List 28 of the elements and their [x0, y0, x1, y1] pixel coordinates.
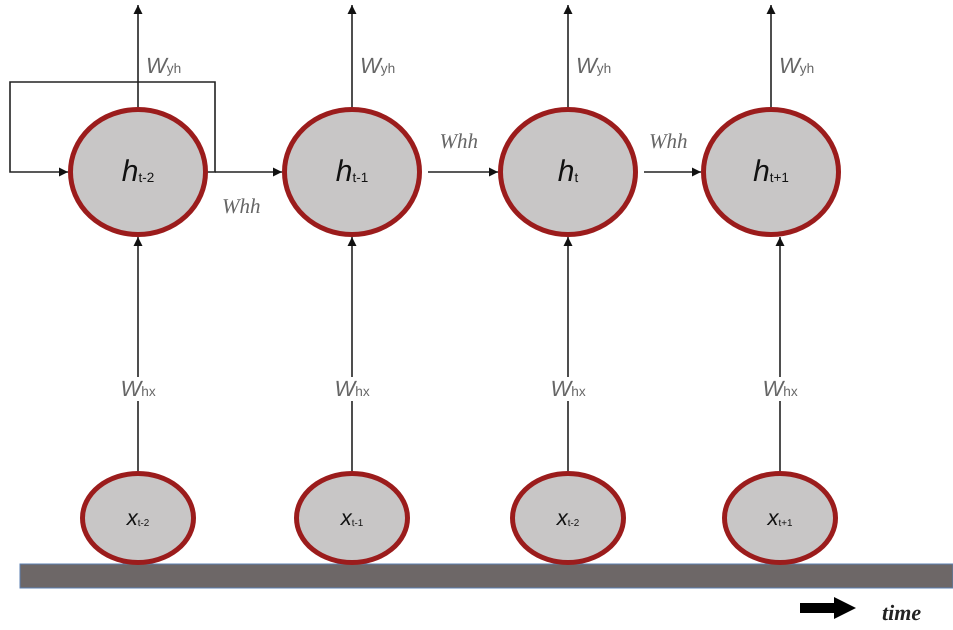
input-label: x$_{t+1}$	[767, 505, 792, 531]
arrow	[215, 168, 282, 176]
arrow	[428, 168, 498, 176]
input-label: x$_{t-1}$	[340, 505, 364, 531]
arrow	[348, 5, 356, 107]
edge-label: Whh	[222, 196, 260, 217]
hidden-state-node	[282, 107, 422, 237]
input-node	[722, 471, 838, 565]
arrow	[134, 237, 142, 471]
hidden-state-node	[498, 107, 638, 237]
input-node	[294, 471, 410, 565]
arrow	[766, 5, 776, 107]
arrow	[564, 5, 572, 107]
arrow	[348, 237, 356, 471]
input-node	[80, 471, 196, 565]
hidden-state-node	[68, 107, 208, 237]
arrow	[134, 5, 142, 107]
arrow	[644, 168, 701, 176]
arrow	[564, 237, 572, 471]
axis-label: time	[882, 600, 922, 626]
hidden-state-node	[701, 107, 841, 237]
edge-label: Whh	[649, 131, 688, 152]
input-label: x$_{t-2}$	[556, 505, 580, 531]
recurrent-loop-arrow	[9, 81, 216, 176]
edge-label: Whh	[440, 131, 478, 152]
arrow	[776, 237, 784, 471]
input-node	[510, 471, 626, 565]
input-label: x$_{t-2}$	[126, 505, 150, 531]
